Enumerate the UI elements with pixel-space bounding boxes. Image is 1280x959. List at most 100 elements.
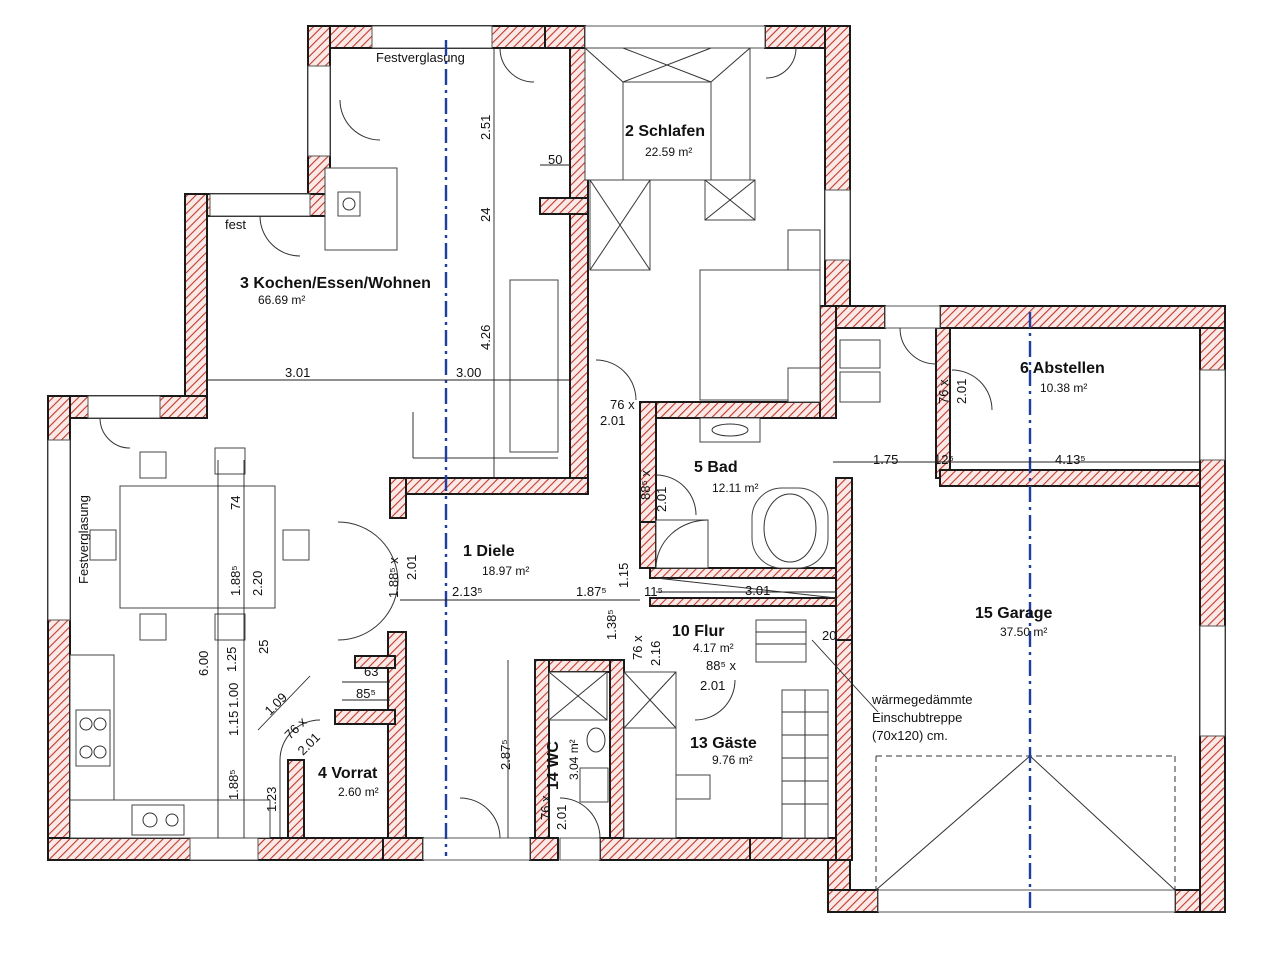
svg-text:4 Vorrat: 4 Vorrat	[318, 765, 378, 782]
room-14-number: 14	[545, 772, 562, 790]
room-2-name: Schlafen	[638, 123, 705, 140]
room-label-5: 5 Bad 12.11 m²	[694, 459, 758, 495]
dim-2-01-wc: 2.01	[554, 805, 569, 830]
room-3-name: Kochen/Essen/Wohnen	[253, 275, 431, 292]
stair-note-line1: wärmegedämmte	[871, 692, 972, 707]
dim-76-abst: 76 x	[936, 379, 951, 404]
room-1-area: 18.97 m²	[482, 564, 529, 578]
dim-88-5-bad: 88⁵ x	[638, 470, 653, 500]
dim-1-75: 1.75	[873, 452, 898, 467]
dim-2-01-gaeste: 2.01	[700, 678, 725, 693]
svg-text:2 Schlafen: 2 Schlafen	[625, 123, 705, 140]
dim-1-23: 1.23	[264, 787, 279, 812]
dim-74: 74	[228, 496, 243, 510]
room-label-2: 2 Schlafen 22.59 m²	[625, 123, 705, 159]
label-festverglasung-left: Festverglasung	[76, 495, 91, 584]
dim-88-5-gaeste: 88⁵ x	[706, 658, 736, 673]
room-4-number: 4	[318, 765, 327, 782]
dim-50: 50	[548, 152, 562, 167]
room-10-number: 10	[672, 623, 690, 640]
svg-text:15 Garage: 15 Garage	[975, 605, 1052, 622]
dimension-labels: 2.51 50 24 4.26 3.01 3.00 76 x 2.01 74 1…	[196, 115, 1086, 830]
interior-walls	[287, 47, 1201, 861]
room-15-area: 37.50 m²	[1000, 625, 1047, 639]
dimension-lines	[207, 48, 1200, 838]
room-5-number: 5	[694, 459, 703, 476]
svg-text:14 WC: 14 WC	[545, 741, 562, 790]
room-1-name: Diele	[476, 543, 514, 560]
stair-note-line3: (70x120) cm.	[872, 728, 948, 743]
room-3-number: 3	[240, 275, 249, 292]
room-3-area: 66.69 m²	[258, 293, 305, 307]
room-label-3: 3 Kochen/Essen/Wohnen 66.69 m²	[240, 275, 431, 307]
room-15-name: Garage	[997, 605, 1052, 622]
garage-door	[875, 755, 1176, 891]
room-4-area: 2.60 m²	[338, 785, 379, 799]
dim-2-01-abst: 2.01	[954, 379, 969, 404]
room-1-number: 1	[463, 543, 472, 560]
svg-text:6 Abstellen: 6 Abstellen	[1020, 360, 1105, 377]
label-fest: fest	[225, 217, 246, 232]
dim-2-01-door: 2.01	[404, 555, 419, 580]
stair-note-line2: Einschubtreppe	[872, 710, 962, 725]
room-13-name: Gäste	[712, 735, 757, 752]
room-5-area: 12.11 m²	[712, 481, 758, 495]
room-5-name: Bad	[707, 459, 737, 476]
dim-85-5: 85⁵	[356, 686, 376, 701]
windows	[47, 25, 1226, 913]
dim-1-38-5: 1.38⁵	[604, 609, 619, 640]
dim-1-15b: 1.15	[226, 711, 241, 736]
room-label-10: 10 Flur 4.17 m²	[672, 623, 734, 655]
dim-3-00: 3.00	[456, 365, 481, 380]
room-15-number: 15	[975, 605, 993, 622]
dim-2-87-5: 2.87⁵	[498, 739, 513, 770]
dim-25: 25	[256, 640, 271, 654]
furniture	[69, 47, 1176, 891]
room-2-area: 22.59 m²	[645, 145, 692, 159]
dim-1-25: 1.25	[224, 647, 239, 672]
room-label-6: 6 Abstellen 10.38 m²	[1020, 360, 1105, 395]
dim-76-flur: 76 x	[630, 635, 645, 660]
dim-76-sleep: 76 x	[610, 397, 635, 412]
svg-text:13 Gäste: 13 Gäste	[690, 735, 757, 752]
dim-2-01-bad: 2.01	[654, 487, 669, 512]
room-4-name: Vorrat	[331, 765, 378, 782]
room-6-name: Abstellen	[1033, 360, 1105, 377]
dim-1-87-5: 1.87⁵	[576, 584, 607, 599]
dim-24: 24	[478, 208, 493, 222]
dim-1-00: 1.00	[226, 683, 241, 708]
dim-2-13-5: 2.13⁵	[452, 584, 483, 599]
svg-text:5 Bad: 5 Bad	[694, 459, 738, 476]
svg-text:3 Kochen/Essen/Wohnen: 3 Kochen/Essen/Wohnen	[240, 275, 431, 292]
dim-1-88-5-table: 1.88⁵	[228, 565, 243, 596]
dim-2-01-sleep: 2.01	[600, 413, 625, 428]
wardrobe	[584, 47, 756, 271]
dim-1-15: 1.15	[616, 563, 631, 588]
room-2-number: 2	[625, 123, 634, 140]
axis-lines	[444, 40, 1032, 912]
room-13-area: 9.76 m²	[712, 753, 753, 767]
label-festverglasung-top: Festverglasung	[376, 50, 465, 65]
svg-text:10 Flur: 10 Flur	[672, 623, 724, 640]
dim-4-26: 4.26	[478, 325, 493, 350]
room-label-14: 14 WC 3.04 m²	[545, 739, 581, 790]
dim-3-01-flur: 3.01	[745, 583, 770, 598]
dim-2-51: 2.51	[478, 115, 493, 140]
dim-11-5: 11⁵	[644, 584, 663, 599]
room-label-1: 1 Diele 18.97 m²	[463, 543, 529, 578]
doors	[99, 47, 993, 839]
room-6-area: 10.38 m²	[1040, 381, 1087, 395]
dim-1-09: 1.09	[262, 690, 291, 719]
room-10-area: 4.17 m²	[693, 641, 734, 655]
dim-1-88-5-door: 1.88⁵ x	[386, 557, 401, 598]
dim-76-wc: 76 x	[538, 795, 553, 820]
room-14-area: 3.04 m²	[567, 739, 581, 780]
room-10-name: Flur	[694, 623, 724, 640]
room-label-15: 15 Garage 37.50 m²	[975, 605, 1052, 639]
dim-1-88-5-bottom: 1.88⁵	[226, 769, 241, 800]
room-label-4: 4 Vorrat 2.60 m²	[318, 765, 379, 799]
dim-4-13-5: 4.13⁵	[1055, 452, 1086, 467]
dim-6-00: 6.00	[196, 651, 211, 676]
dim-2-20: 2.20	[250, 571, 265, 596]
